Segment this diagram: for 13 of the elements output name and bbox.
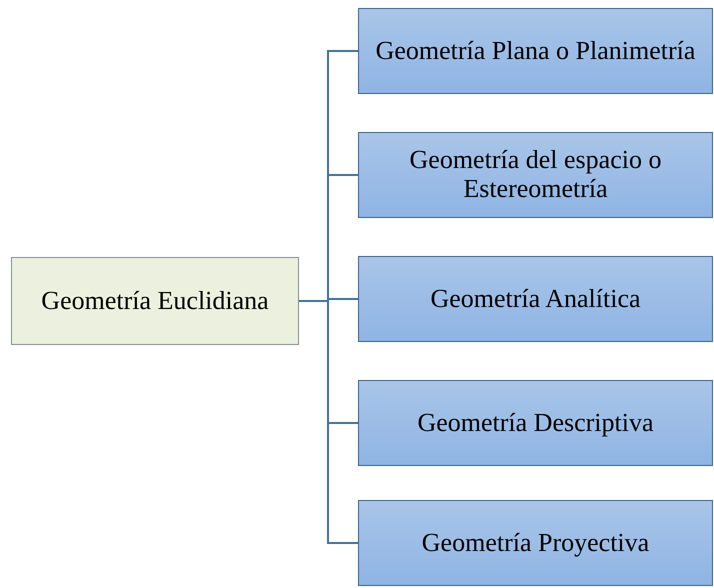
topic-label: Geometría del espacio o Estereometría (408, 146, 662, 204)
topic-label: Geometría Analítica (430, 284, 641, 314)
topic-box (358, 500, 713, 586)
topic-label: Geometría Plana o Planimetría (376, 36, 696, 66)
connector-line (299, 300, 358, 544)
topic-box (358, 132, 713, 218)
topic-label: Geometría Euclidiana (41, 286, 269, 316)
topic-label: Geometría Proyectiva (422, 528, 650, 558)
topic-box (358, 380, 713, 466)
topic-box (11, 257, 299, 345)
topic-box (358, 256, 713, 342)
topic-label: Geometría Descriptiva (417, 408, 654, 438)
topic-box (358, 8, 713, 94)
